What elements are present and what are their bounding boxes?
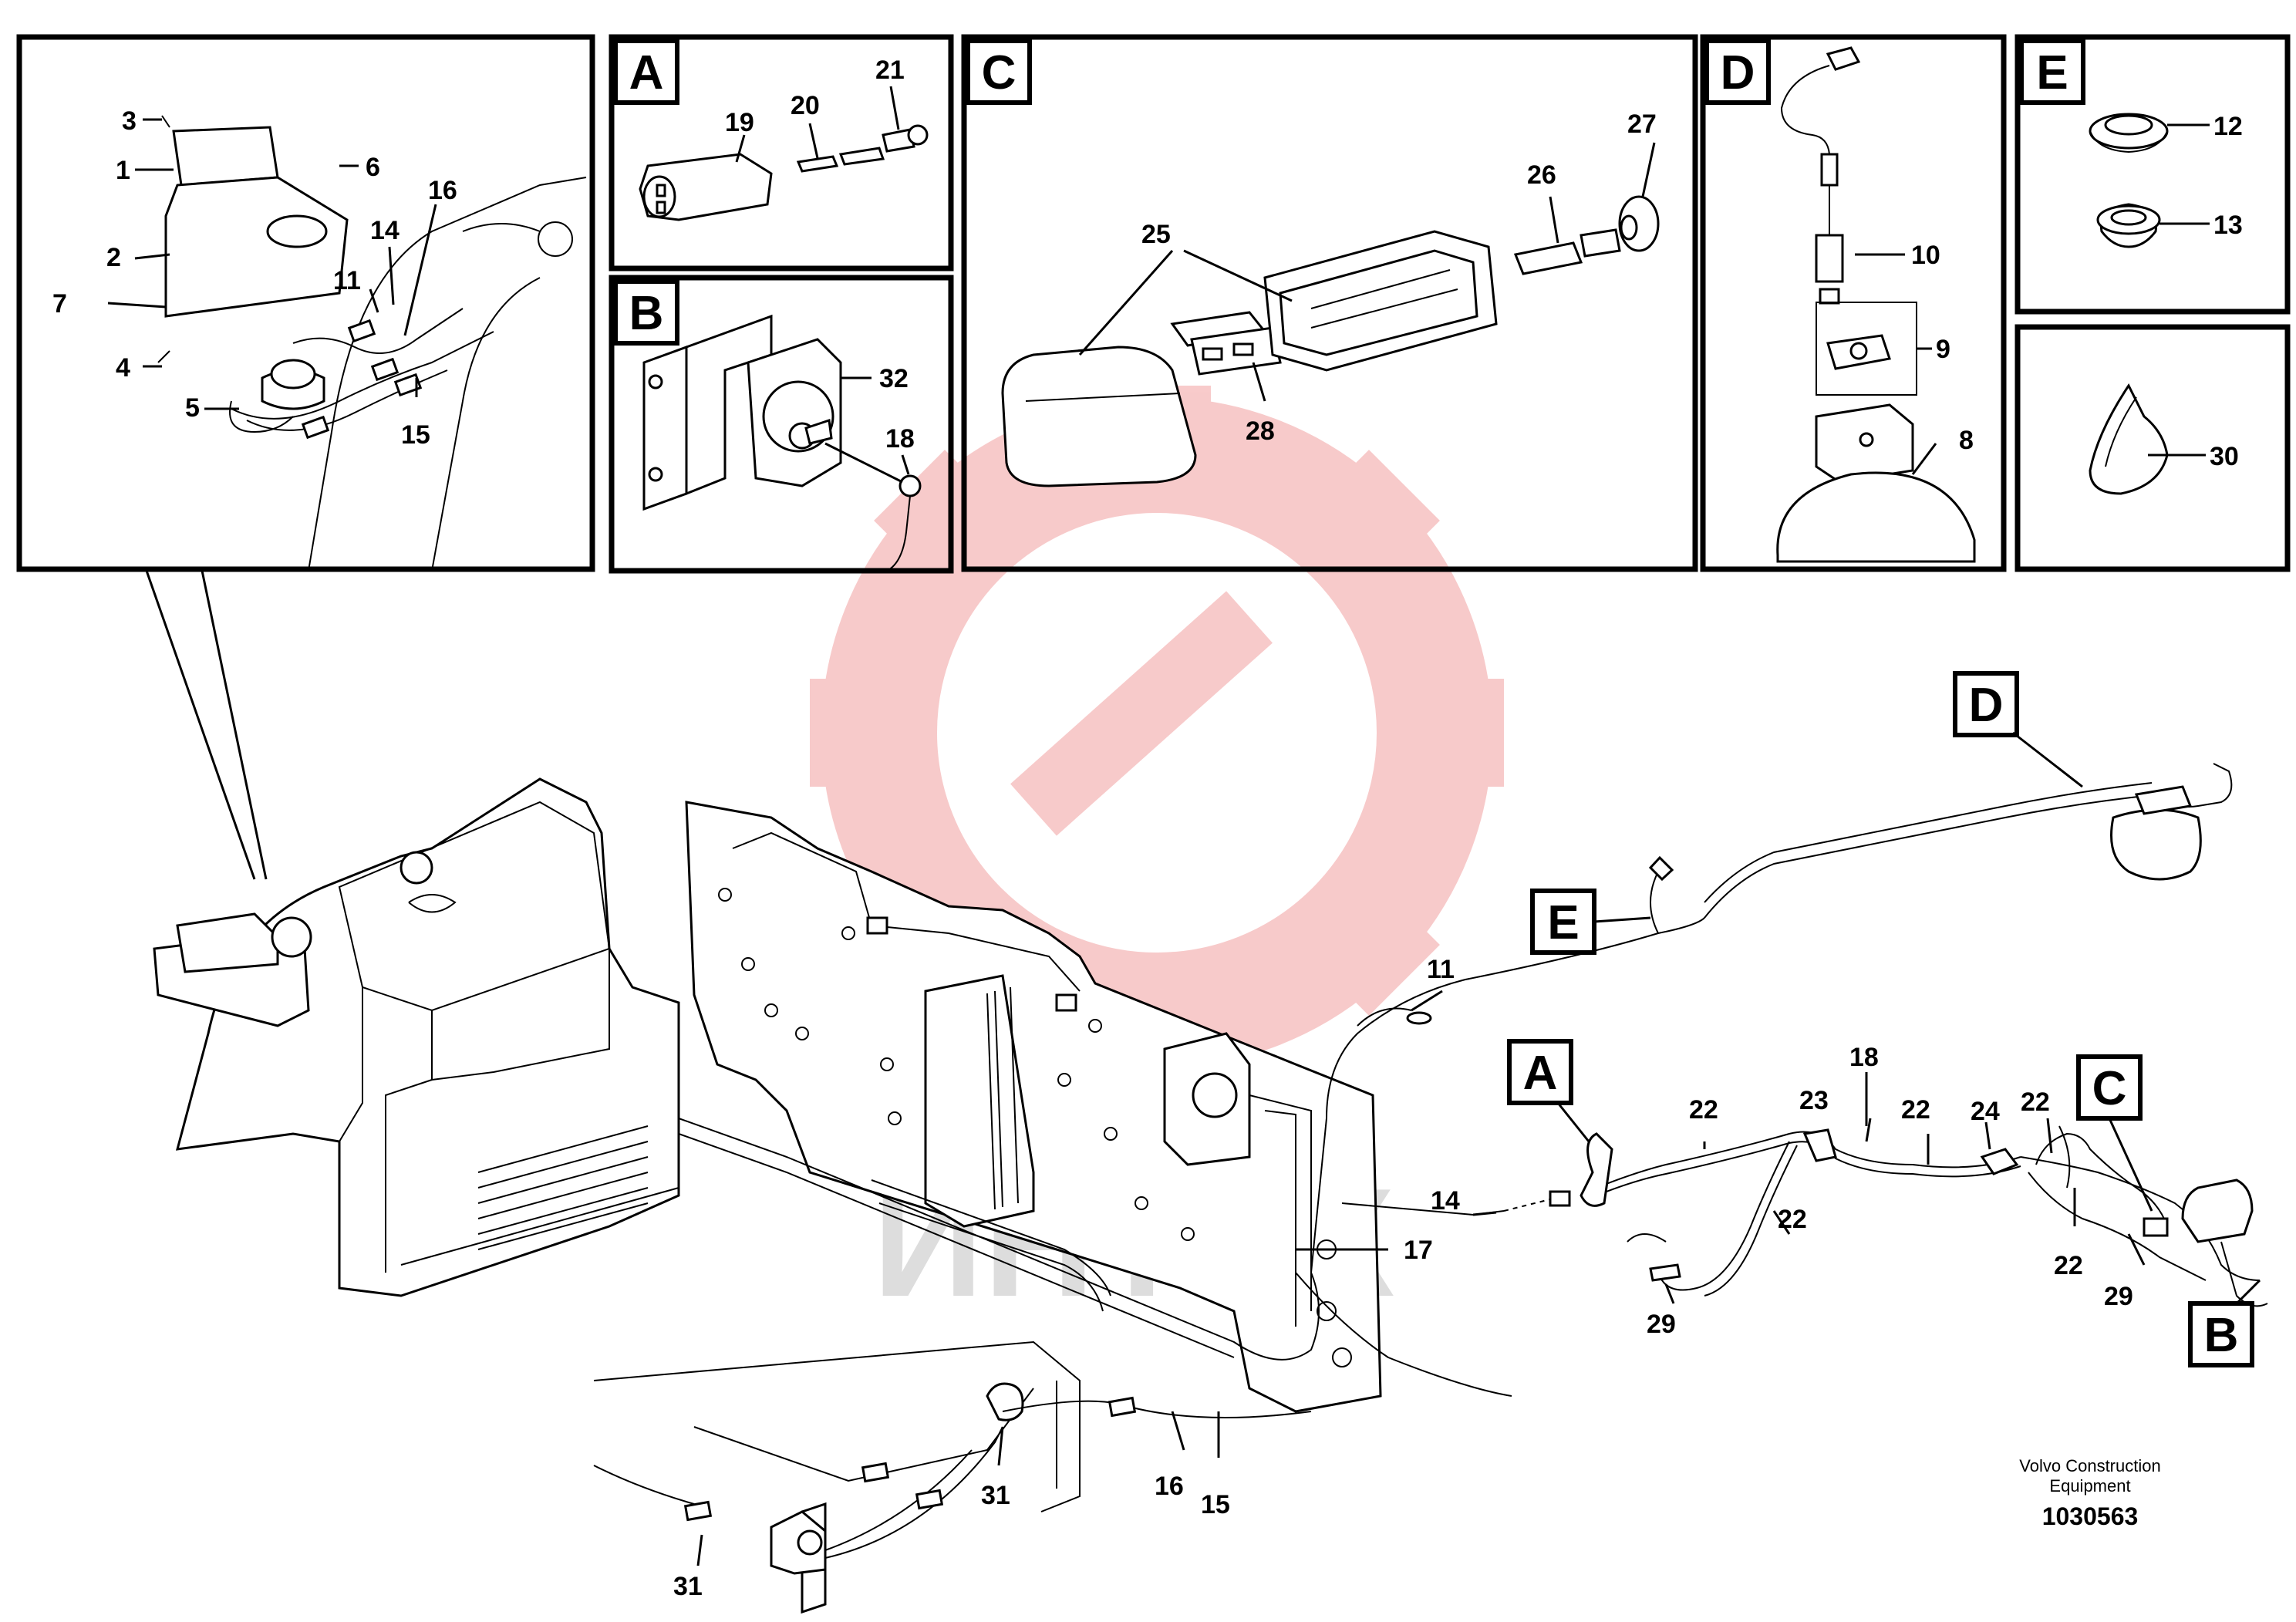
tag-a-main: A — [1507, 1039, 1590, 1142]
callout-30: 30 — [2210, 442, 2239, 471]
callout-29-left: 29 — [1647, 1310, 1676, 1339]
main-cable-routing — [678, 763, 2233, 1397]
callout-22-a: 22 — [1689, 1095, 1718, 1125]
callout-19: 19 — [725, 108, 754, 137]
detail-panel-a — [609, 34, 954, 271]
main-detail-drawing — [157, 115, 587, 572]
svg-text:B: B — [629, 287, 664, 340]
svg-text:C: C — [982, 46, 1017, 99]
callout-31-left: 31 — [673, 1572, 703, 1601]
callout-29-right: 29 — [2104, 1282, 2133, 1311]
callout-13: 13 — [2213, 211, 2243, 240]
callout-16: 16 — [428, 176, 457, 205]
callout-7: 7 — [52, 289, 67, 319]
detail-b-switch — [642, 314, 922, 572]
callout-25: 25 — [1141, 220, 1171, 249]
callout-10: 10 — [1911, 241, 1940, 270]
panel-tag-c: C — [966, 39, 1032, 105]
callout-18-main: 18 — [1849, 1043, 1879, 1072]
callout-8: 8 — [1959, 426, 1974, 455]
main-console-drawing — [145, 570, 680, 1297]
callout-22-e: 22 — [2054, 1251, 2083, 1280]
callout-6: 6 — [366, 153, 380, 182]
callout-15-main: 15 — [1201, 1490, 1230, 1519]
callout-4: 4 — [116, 353, 130, 383]
callout-22-c: 22 — [2021, 1088, 2050, 1117]
manufacturer-label: Volvo Construction Equipment — [2019, 1456, 2161, 1496]
callout-14: 14 — [370, 216, 400, 245]
callout-9: 9 — [1936, 335, 1950, 364]
main-diagram-leaders — [696, 990, 2146, 1566]
callout-16-main: 16 — [1155, 1472, 1184, 1501]
svg-text:C: C — [2092, 1062, 2127, 1115]
tag-c-main: C — [2076, 1054, 2153, 1212]
callout-27: 27 — [1627, 110, 1657, 139]
callout-24: 24 — [1971, 1097, 2000, 1126]
tag-d-main: D — [1953, 671, 2083, 788]
panel-tag-b: B — [613, 279, 679, 346]
callout-15: 15 — [401, 420, 430, 450]
svg-text:D: D — [1721, 46, 1755, 99]
svg-text:E: E — [1547, 896, 1579, 949]
callout-12: 12 — [2213, 112, 2243, 141]
panel-tag-e: E — [2019, 39, 2085, 105]
svg-text:B: B — [2204, 1309, 2239, 1362]
svg-text:D: D — [1969, 679, 2004, 732]
main-harness-drawing — [1580, 1125, 2268, 1307]
callout-1: 1 — [116, 156, 130, 185]
detail-cable-tie — [2089, 383, 2206, 495]
callout-22-d: 22 — [1778, 1205, 1807, 1234]
callout-20: 20 — [791, 91, 820, 120]
main-electrical-panel-drawing — [685, 801, 1382, 1413]
detail-panel-b — [609, 275, 954, 574]
svg-text:A: A — [1523, 1047, 1558, 1100]
callout-23: 23 — [1799, 1086, 1829, 1115]
callout-31-right: 31 — [981, 1481, 1010, 1510]
callout-2: 2 — [106, 243, 121, 272]
svg-text:A: A — [629, 46, 664, 99]
tag-e-main: E — [1530, 889, 1651, 955]
callout-26: 26 — [1527, 160, 1556, 190]
callout-14-main: 14 — [1431, 1186, 1460, 1216]
svg-text:E: E — [2036, 46, 2068, 99]
detail-panel-d — [1700, 34, 2007, 572]
callout-21: 21 — [875, 56, 905, 85]
callout-3: 3 — [122, 106, 137, 136]
callout-22-b: 22 — [1901, 1095, 1930, 1125]
detail-panel-e-grommets — [2014, 34, 2291, 315]
detail-c-relay — [1001, 142, 1660, 487]
detail-panel-c — [961, 34, 1698, 572]
callout-32: 32 — [879, 364, 909, 393]
detail-a-connector — [639, 86, 929, 221]
detail-panel-main — [16, 34, 595, 572]
callout-28: 28 — [1246, 416, 1275, 446]
callout-17: 17 — [1404, 1236, 1433, 1265]
main-detail-leaders — [107, 118, 437, 410]
panel-tag-d: D — [1704, 39, 1771, 105]
callout-11-main: 11 — [1427, 955, 1455, 984]
tag-b-main: B — [2188, 1279, 2261, 1367]
detail-d-sensor — [1776, 46, 1976, 563]
drawing-number: 1030563 — [2041, 1502, 2139, 1530]
lower-bracket-drawing — [593, 1340, 1312, 1614]
callout-18-b: 18 — [885, 424, 915, 454]
callout-11: 11 — [333, 266, 361, 295]
detail-e-grommets — [2089, 113, 2210, 248]
detail-panel-cable-tie — [2014, 324, 2291, 572]
panel-tag-a: A — [613, 39, 679, 105]
callout-5: 5 — [185, 393, 200, 423]
